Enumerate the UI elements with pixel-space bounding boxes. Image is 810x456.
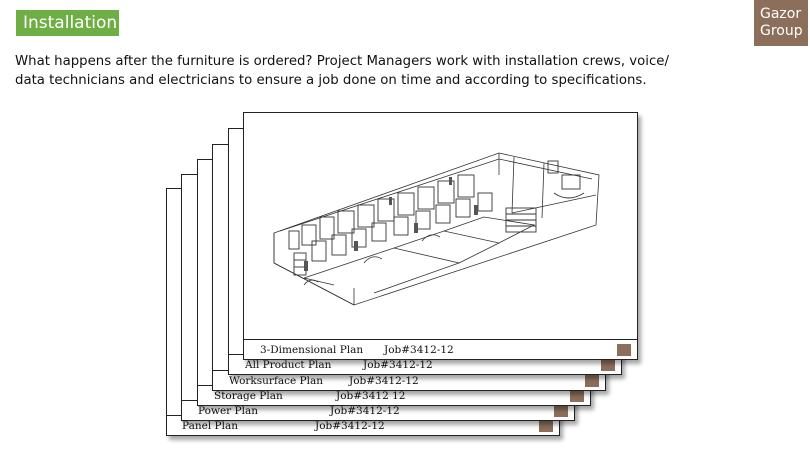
sheet-label: Power Plan bbox=[198, 405, 258, 417]
sheet-job-number: Job#3412-12 bbox=[384, 344, 454, 356]
sheet-job-number: Job#3412-12 bbox=[363, 359, 433, 371]
sheet-job-number: Job#3412-12 bbox=[349, 375, 419, 387]
intro-paragraph: What happens after the furniture is orde… bbox=[15, 54, 669, 88]
sheet-logo-icon bbox=[539, 420, 553, 432]
page-title: Installation bbox=[16, 10, 119, 36]
logo-line-2: Group bbox=[760, 23, 803, 39]
logo-line-1: Gazor bbox=[760, 6, 802, 22]
sheet-job-number: Job#3412 12 bbox=[336, 390, 406, 402]
sheet-label: Worksurface Plan bbox=[229, 375, 323, 387]
isometric-floor-plan-drawing bbox=[273, 152, 600, 306]
sheet-job-number: Job#3412-12 bbox=[315, 420, 385, 432]
sheet-logo-icon bbox=[585, 375, 599, 387]
gazor-group-logo: Gazor Group bbox=[754, 0, 808, 46]
sheet-3d-plan: 3-Dimensional Plan Job#3412-12 bbox=[243, 112, 638, 360]
sheet-label: All Product Plan bbox=[245, 359, 332, 371]
sheet-logo-icon bbox=[554, 405, 568, 417]
sheet-logo-icon bbox=[570, 390, 584, 402]
sheet-logo-icon bbox=[601, 359, 615, 371]
sheet-logo-icon bbox=[617, 344, 631, 356]
sheet-label: Panel Plan bbox=[182, 420, 238, 432]
sheet-title-strip bbox=[244, 339, 637, 359]
sheet-label: Storage Plan bbox=[214, 390, 283, 402]
sheet-job-number: Job#3412-12 bbox=[330, 405, 400, 417]
sheet-label: 3-Dimensional Plan bbox=[260, 344, 364, 356]
